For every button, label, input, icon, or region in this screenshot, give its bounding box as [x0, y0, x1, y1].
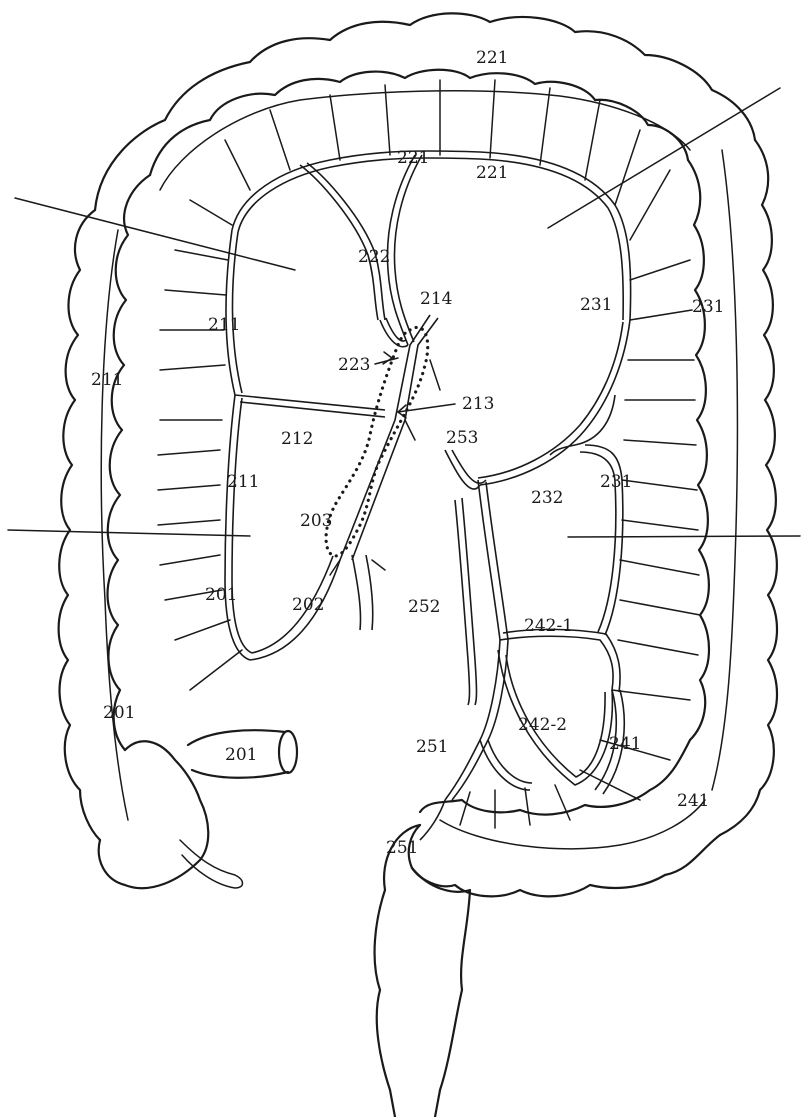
- label-252: 252: [408, 597, 440, 617]
- label-231-inner: 231: [580, 295, 612, 315]
- vasa-recta: [158, 80, 700, 828]
- label-222: 222: [358, 247, 390, 267]
- label-242-1: 242-1: [524, 616, 573, 636]
- label-213: 213: [462, 394, 494, 414]
- label-232: 232: [531, 488, 563, 508]
- label-221-right: 221: [476, 163, 508, 183]
- label-251-lower: 251: [386, 838, 418, 858]
- colon-outline: [59, 13, 777, 1117]
- label-203: 203: [300, 511, 332, 531]
- label-242-2: 242-2: [518, 715, 567, 735]
- label-241-inner: 241: [609, 734, 641, 754]
- label-212: 212: [281, 429, 313, 449]
- label-251-upper: 251: [416, 737, 448, 757]
- label-201-inner: 201: [205, 585, 237, 605]
- label-211-inner-bottom: 211: [227, 472, 259, 492]
- label-201-ileum: 201: [225, 745, 257, 765]
- label-253: 253: [446, 428, 478, 448]
- label-221-top: 221: [476, 48, 508, 68]
- label-221-mid: 221: [397, 148, 429, 168]
- label-214: 214: [420, 289, 452, 309]
- label-211-outer: 211: [91, 370, 123, 390]
- label-211-inner-top: 211: [208, 315, 240, 335]
- label-231-outer: 231: [692, 297, 724, 317]
- label-241-outer: 241: [677, 791, 709, 811]
- label-223: 223: [338, 355, 370, 375]
- label-231-lower: 231: [600, 472, 632, 492]
- label-202: 202: [292, 595, 324, 615]
- label-201-outer: 201: [103, 703, 135, 723]
